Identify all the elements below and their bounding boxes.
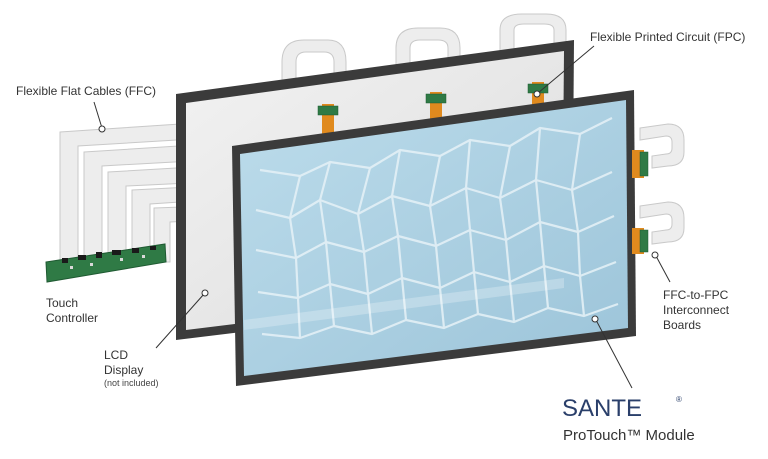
fpc-label: Flexible Printed Circuit (FPC) <box>590 30 746 44</box>
interconnect-label-line1: FFC-to-FPC <box>663 288 729 302</box>
interconnect-label-line2: Interconnect <box>663 303 730 317</box>
ffc-label: Flexible Flat Cables (FFC) <box>16 84 157 98</box>
interconnect-label-line3: Boards <box>663 318 702 332</box>
sensor-pattern <box>255 117 619 340</box>
touch-controller-label-line2: Controller <box>46 311 99 325</box>
lcd-note: (not included) <box>104 378 159 388</box>
lcd-label-line1: LCD <box>104 348 129 362</box>
touch-glass-panel <box>232 90 636 386</box>
right-cable-loops <box>639 123 685 245</box>
brand-registered-mark: ® <box>676 395 682 404</box>
lcd-label-line2: Display <box>104 363 144 377</box>
touch-controller-board <box>45 243 167 283</box>
leader-lines <box>93 45 671 389</box>
brand-logo: SANTE <box>562 395 643 422</box>
ffc-to-fpc-boards <box>632 150 649 254</box>
touch-controller-label-line1: Touch <box>46 296 79 310</box>
product-name: ProTouch™ Module <box>563 427 695 444</box>
